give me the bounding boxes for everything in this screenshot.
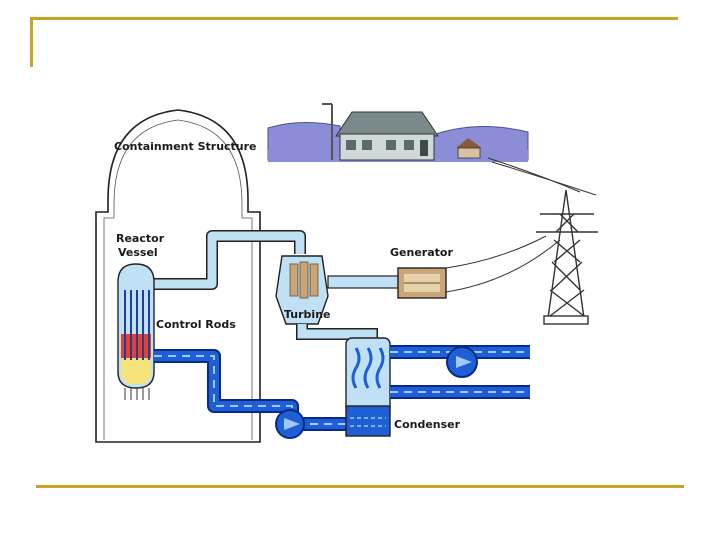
feedwater-pump-icon bbox=[275, 409, 305, 439]
label-condenser: Condenser bbox=[394, 418, 461, 431]
reactor-vessel bbox=[117, 263, 155, 400]
turbine-shaft bbox=[327, 275, 399, 289]
control-rods bbox=[124, 290, 150, 360]
condenser bbox=[345, 337, 391, 437]
house-icon bbox=[335, 111, 439, 161]
label-generator: Generator bbox=[390, 246, 453, 259]
control-rod-drives bbox=[124, 388, 150, 400]
generator bbox=[397, 267, 447, 299]
slide-frame-left-rule bbox=[30, 17, 33, 67]
label-vessel: Vessel bbox=[118, 246, 158, 259]
street-lamp-icon bbox=[322, 103, 333, 160]
label-turbine: Turbine bbox=[284, 308, 331, 321]
town-scene bbox=[267, 103, 529, 162]
slide-frame-bottom-rule bbox=[36, 485, 684, 488]
label-control-rods: Control Rods bbox=[156, 318, 236, 331]
turbine bbox=[275, 255, 329, 325]
steam-pipe bbox=[142, 230, 306, 290]
turbine-blades bbox=[289, 261, 319, 299]
slide-frame-top-rule bbox=[30, 17, 678, 20]
small-house-icon bbox=[456, 138, 482, 159]
transmission-lines bbox=[445, 157, 597, 293]
condenser-hotwell bbox=[345, 405, 391, 437]
condenser-coils bbox=[351, 347, 385, 389]
cooling-pump-icon bbox=[446, 346, 478, 378]
transmission-tower-icon bbox=[536, 189, 598, 325]
containment-inner-wall bbox=[103, 119, 253, 440]
label-reactor: Reactor bbox=[116, 232, 165, 245]
label-containment-structure: Containment Structure bbox=[114, 140, 257, 153]
